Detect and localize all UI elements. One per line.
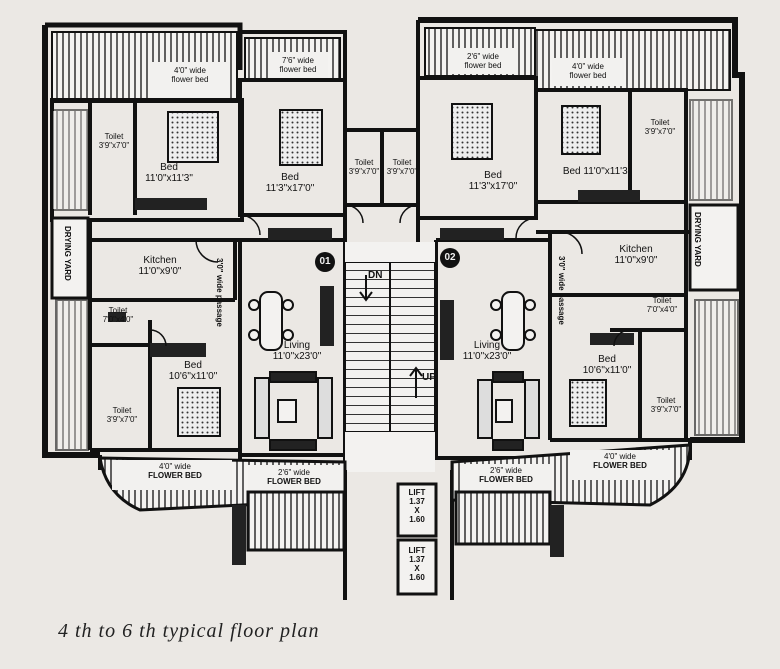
left-drying-yard-label: DRYING YARD — [63, 226, 72, 281]
drying-yard-right — [688, 203, 740, 292]
left-unit-walls — [50, 78, 420, 470]
right-bed-top-label: Bed 11'0"x11'3" — [562, 166, 632, 177]
outer-walls — [42, 17, 745, 470]
right-passage-label: 3'0" wide passage — [557, 256, 566, 325]
stair-down-label: DN — [368, 270, 383, 281]
bed-furniture — [167, 103, 607, 437]
counters — [108, 190, 640, 360]
right-drying-yard-label: DRYING YARD — [693, 212, 702, 267]
left-passage-label: 3'0" wide passage — [215, 258, 224, 327]
balcony-left — [246, 490, 346, 552]
balcony-right — [454, 490, 552, 546]
door-swings — [149, 204, 631, 347]
lift-2 — [396, 538, 438, 596]
dining-tables — [248, 291, 536, 351]
lift-1 — [396, 482, 438, 538]
living-sofas — [254, 371, 540, 451]
plan-caption: 4 th to 6 th typical floor plan — [58, 620, 320, 642]
drying-yard-left — [50, 216, 90, 300]
stair-up-label: UP — [422, 372, 436, 383]
unit-number-02: 02 — [440, 248, 460, 268]
unit-number-01: 01 — [315, 252, 335, 272]
